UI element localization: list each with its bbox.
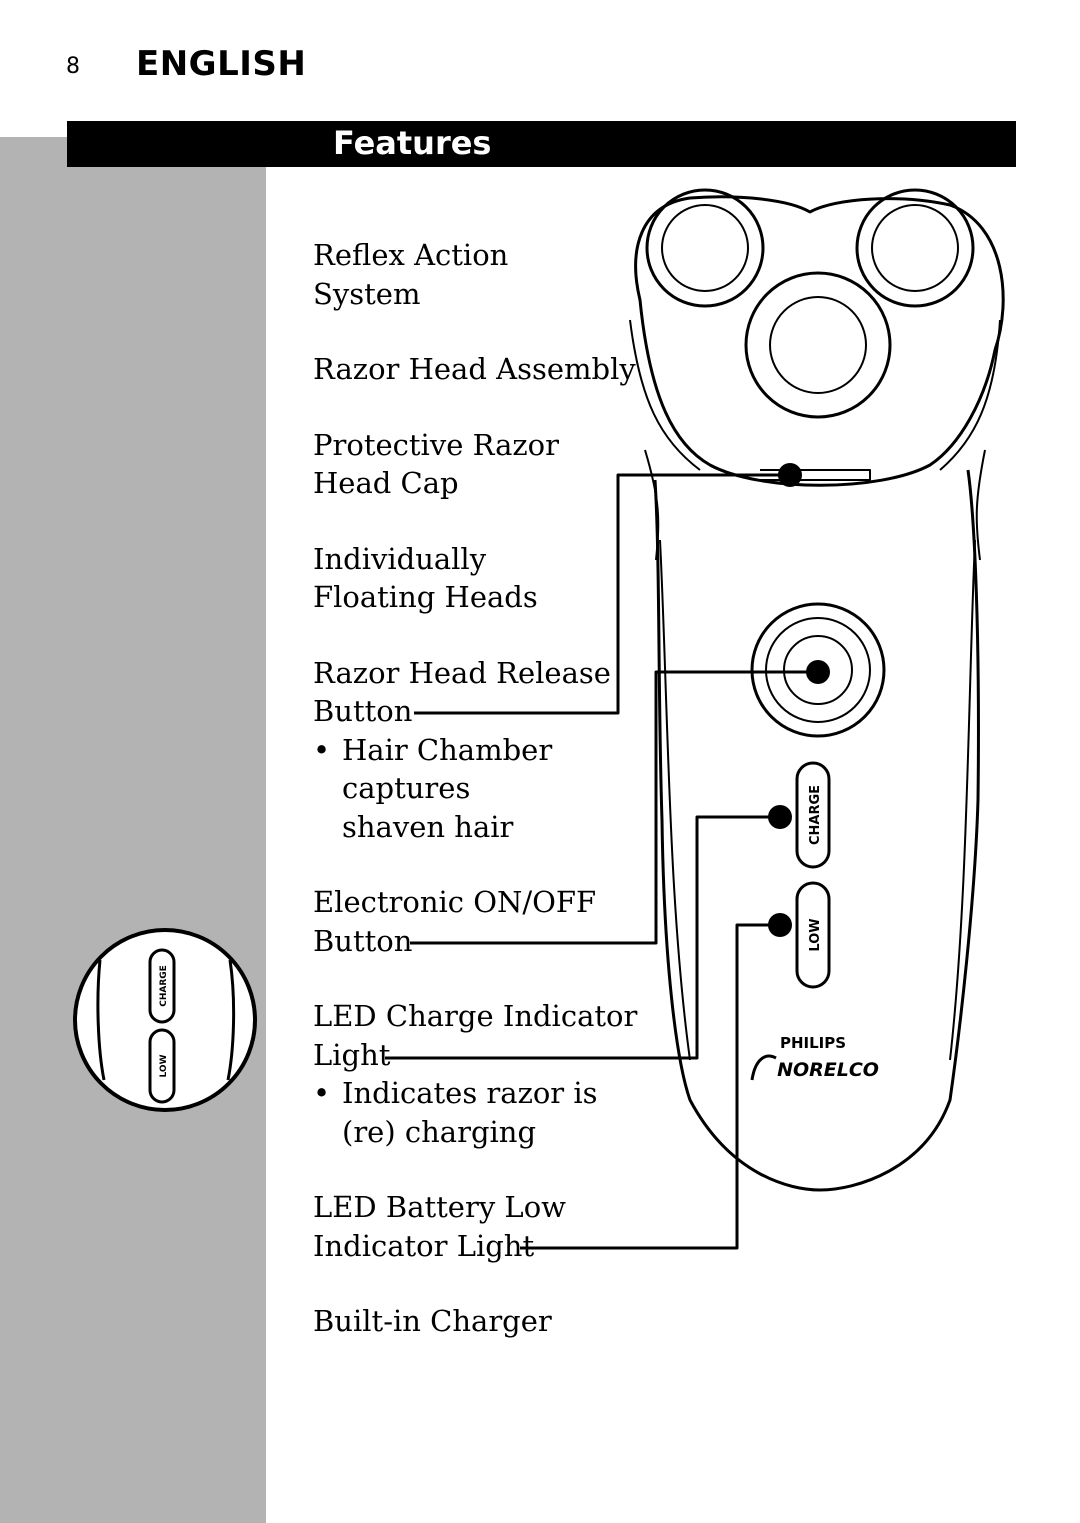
- feature-line: Protective Razor: [313, 427, 559, 462]
- norelco-logo-swoosh: [750, 1054, 777, 1081]
- razor-head-right: [855, 188, 975, 308]
- feature-battery-low-light: LED Battery Low Indicator Light: [313, 1188, 643, 1265]
- inset-charge-capsule: [148, 948, 176, 1024]
- head-neck: [644, 449, 986, 561]
- razor-head-center: [744, 271, 892, 419]
- inset-body-edges: [96, 959, 236, 1081]
- on-off-button-outer: [750, 602, 886, 738]
- on-off-button-inner: [783, 635, 853, 705]
- bullet-line: shaven hair: [342, 809, 514, 844]
- razor-head-left: [645, 188, 765, 308]
- razor-head-left-inner: [661, 204, 749, 292]
- leader-on-off-button: [410, 670, 818, 945]
- bullet-dot: •: [313, 732, 331, 767]
- feature-line: Button: [313, 694, 413, 728]
- feature-line: Individually: [313, 541, 487, 576]
- charge-led-capsule: [795, 761, 831, 869]
- feature-line: Razor Head Assembly: [313, 352, 636, 386]
- low-led-capsule: [795, 881, 831, 989]
- shaver-body-outline: [653, 469, 980, 1192]
- feature-bullet: • Indicates razor is (re) charging: [313, 1074, 643, 1151]
- section-language: ENGLISH: [136, 44, 307, 84]
- sidebar-gray-band: [0, 137, 266, 1523]
- bullet-line: captures: [342, 771, 471, 805]
- body-inner-right: [949, 539, 976, 1061]
- dot-battery-low-light: [768, 913, 792, 937]
- dot-charge-light: [768, 805, 792, 829]
- inset-low-capsule: [148, 1028, 176, 1104]
- device-charge-label: CHARGE: [808, 785, 823, 845]
- leader-release-button: [414, 473, 790, 715]
- feature-line: Razor Head Release: [313, 655, 611, 690]
- feature-line: Light: [313, 1037, 391, 1072]
- features-title-bar: Features: [67, 121, 1016, 167]
- on-off-button-ring: [765, 617, 871, 723]
- head-side-ridges: [629, 319, 1001, 471]
- features-title: Features: [333, 124, 492, 162]
- feature-razor-head-assembly: Razor Head Assembly: [313, 350, 643, 389]
- head-housing: [634, 195, 1005, 487]
- feature-list: Reflex Action System Razor Head Assembly…: [313, 236, 643, 1341]
- feature-on-off-button: Electronic ON/OFF Button: [313, 883, 643, 960]
- body-inner-left: [659, 539, 691, 1061]
- feature-release-button: Razor Head Release Button • Hair Chamber…: [313, 654, 643, 847]
- feature-line: LED Battery Low: [313, 1190, 566, 1224]
- bullet-dot: •: [313, 1076, 331, 1110]
- feature-line: Built-in Charger: [313, 1304, 552, 1338]
- bullet-line: Indicates razor is: [342, 1076, 598, 1110]
- feature-charge-light: LED Charge Indicator Light • Indicates r…: [313, 997, 643, 1151]
- brand-norelco: NORELCO: [777, 1059, 879, 1081]
- leader-charge-light: [385, 815, 780, 1060]
- bullet-line: (re) charging: [342, 1114, 537, 1149]
- feature-line: System: [313, 276, 421, 311]
- feature-protective-cap: Protective Razor Head Cap: [313, 426, 643, 503]
- razor-head-right-inner: [871, 204, 959, 292]
- feature-line: Indicator Light: [313, 1228, 535, 1263]
- release-latch: [760, 469, 871, 481]
- feature-built-in-charger: Built-in Charger: [313, 1302, 643, 1341]
- feature-line: Reflex Action: [313, 238, 509, 272]
- feature-line: Floating Heads: [313, 580, 538, 614]
- page-number: 8: [66, 54, 80, 79]
- leader-battery-low-light: [520, 923, 780, 1250]
- feature-line: Electronic ON/OFF: [313, 885, 597, 919]
- brand-philips: PHILIPS: [780, 1034, 846, 1052]
- page-header: 8 ENGLISH: [0, 0, 1080, 110]
- inset-magnifier: [73, 928, 257, 1112]
- feature-line: Head Cap: [313, 466, 459, 500]
- bullet-line: Hair Chamber: [342, 732, 553, 767]
- device-low-label: LOW: [808, 918, 823, 951]
- feature-bullet: • Hair Chamber captures shaven hair: [313, 731, 643, 847]
- feature-line: Button: [313, 923, 413, 958]
- inset-charge-label: CHARGE: [159, 965, 169, 1007]
- dot-release-button: [778, 463, 802, 487]
- dot-on-off-button: [806, 660, 830, 684]
- inset-low-label: LOW: [159, 1054, 169, 1077]
- feature-floating-heads: Individually Floating Heads: [313, 540, 643, 617]
- feature-line: LED Charge Indicator: [313, 999, 638, 1033]
- feature-reflex-action: Reflex Action System: [313, 236, 643, 313]
- razor-head-center-inner: [769, 296, 867, 394]
